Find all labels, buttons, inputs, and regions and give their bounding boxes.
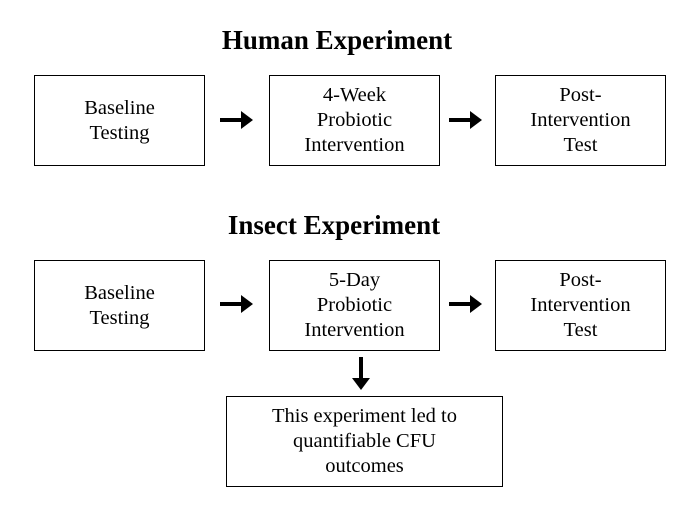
human-experiment-title: Human Experiment [221,25,453,55]
human-probiotic-intervention-box: 4-Week Probiotic Intervention [269,75,440,166]
box-line: Intervention [530,109,631,131]
human-baseline-testing-box: Baseline Testing [34,75,205,166]
right-arrow-icon [449,111,482,129]
insect-experiment-title: Insect Experiment [227,210,441,240]
right-arrow-icon [220,111,253,129]
box-line: Test [563,319,598,341]
box-line: Testing [89,121,150,144]
box-line: Post- [559,269,602,291]
box-line: Intervention [304,134,405,156]
box-line: This experiment led to [271,405,458,427]
box-line: Test [563,134,598,156]
right-arrow-icon [449,295,482,313]
box-line: Baseline [84,96,155,119]
box-line: 4-Week [322,84,387,106]
box-line: quantifiable CFU [293,430,436,452]
insect-baseline-testing-box: Baseline Testing [34,260,205,351]
box-line: Testing [89,306,150,329]
insect-outcome-box: This experiment led to quantifiable CFU … [226,396,503,487]
down-arrow-icon [352,357,370,390]
box-line: Probiotic [316,109,393,131]
box-line: 5-Day [328,269,381,291]
human-post-intervention-test-box: Post- Intervention Test [495,75,666,166]
box-line: outcomes [325,455,404,477]
box-line: Probiotic [316,294,393,316]
insect-probiotic-intervention-box: 5-Day Probiotic Intervention [269,260,440,351]
right-arrow-icon [220,295,253,313]
box-line: Intervention [304,319,405,341]
box-line: Intervention [530,294,631,316]
box-line: Baseline [84,281,155,304]
insect-post-intervention-test-box: Post- Intervention Test [495,260,666,351]
box-line: Post- [559,84,602,106]
